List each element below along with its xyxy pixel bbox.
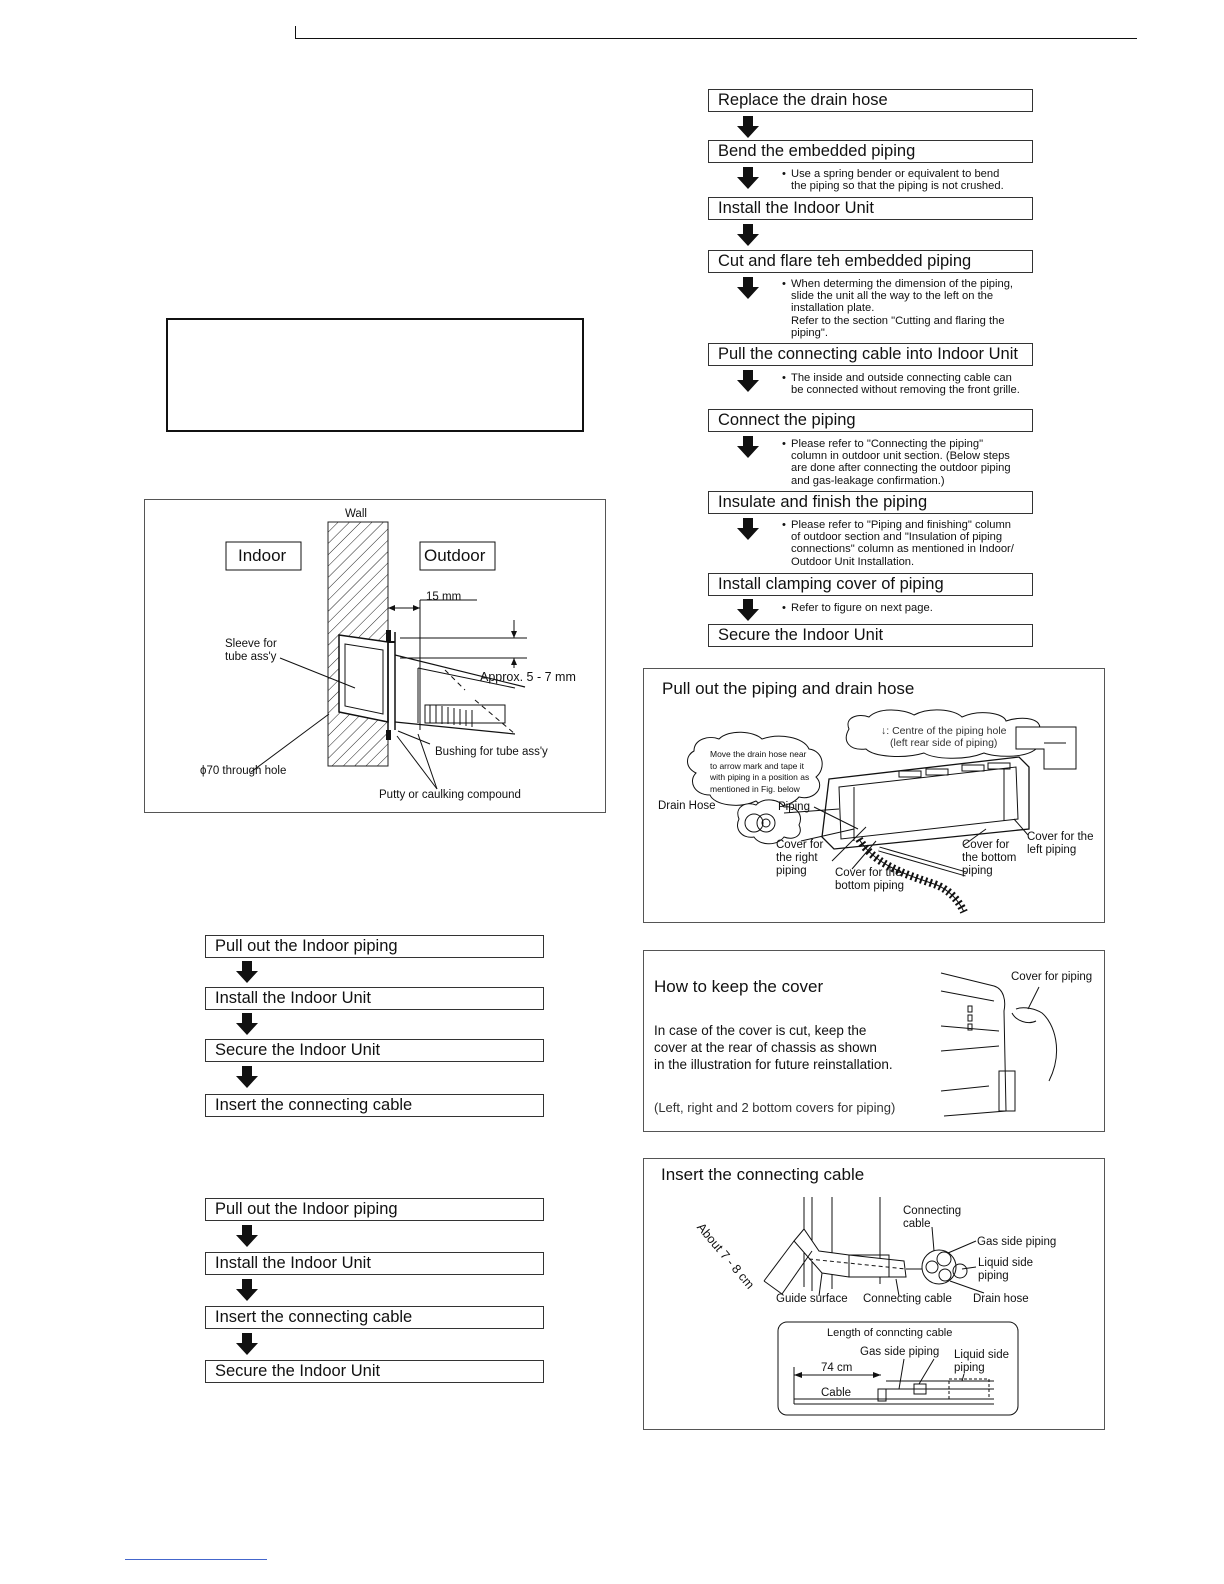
panel-title: Pull out the piping and drain hose: [662, 679, 915, 698]
wall-sleeve-drawing: [225, 521, 527, 790]
cable-insert-drawing: [763, 1197, 1019, 1416]
cable-title: Insert the connecting cable: [661, 1165, 865, 1184]
cover-footer: (Left, right and 2 bottom covers for pip…: [654, 1100, 896, 1115]
down-arrow-icon: [236, 1013, 258, 1035]
guide-surface-label: Guide surface: [776, 1293, 848, 1305]
indoor-unit-back-drawing: [687, 709, 1077, 914]
step-bend-piping: Bend the embedded piping: [708, 140, 1033, 163]
step-insert-cable: Insert the connecting cable: [205, 1094, 544, 1117]
len-cable-label: Cable: [821, 1387, 852, 1399]
note-connect: •Please refer to "Connecting the piping"…: [782, 438, 1011, 487]
down-arrow-icon: [737, 436, 759, 458]
step-pull-out-piping: Pull out the Indoor piping: [205, 1198, 544, 1221]
down-arrow-icon: [737, 277, 759, 299]
down-arrow-icon: [737, 599, 759, 621]
down-arrow-icon: [236, 1279, 258, 1301]
cover-title: How to keep the cover: [654, 977, 824, 996]
note-bend: •Use a spring bender or equivalent to be…: [782, 168, 1004, 193]
step-insulate: Insulate and finish the piping: [708, 491, 1033, 514]
chassis-rear-drawing: [940, 972, 1058, 1117]
step-install-unit: Install the Indoor Unit: [205, 1252, 544, 1275]
putty-label: Putty or caulking compound: [379, 789, 521, 801]
down-arrow-icon: [236, 1333, 258, 1355]
centre-label: ↓: Centre of the piping hole(left rear s…: [881, 725, 1007, 749]
down-arrow-icon: [236, 961, 258, 983]
step-secure-indoor-unit: Secure the Indoor Unit: [708, 624, 1033, 647]
down-arrow-icon: [737, 116, 759, 138]
step-clamp-cover: Install clamping cover of piping: [708, 573, 1033, 596]
down-arrow-icon: [737, 167, 759, 189]
note-pull: •The inside and outside connecting cable…: [782, 372, 1020, 397]
step-cut-flare: Cut and flare teh embedded piping: [708, 250, 1033, 273]
drain-hose-label: Drain hose: [973, 1293, 1029, 1305]
step-install-unit: Install the Indoor Unit: [205, 987, 544, 1010]
length-title: Length of conncting cable: [827, 1327, 953, 1339]
note-clamp: •Refer to figure on next page.: [782, 602, 933, 614]
note-insulate: •Please refer to "Piping and finishing" …: [782, 519, 1014, 568]
piping-label: Piping: [778, 801, 810, 813]
down-arrow-icon: [737, 370, 759, 392]
wall-label: Wall: [345, 508, 367, 520]
step-secure-unit: Secure the Indoor Unit: [205, 1360, 544, 1383]
step-pull-out-piping: Pull out the Indoor piping: [205, 935, 544, 958]
gap-label: 15 mm: [426, 591, 462, 603]
pull-piping-panel: Pull out the piping and drain hose: [643, 668, 1105, 923]
down-arrow-icon: [236, 1066, 258, 1088]
hole-label: ϕ70 through hole: [200, 765, 287, 777]
step-insert-cable: Insert the connecting cable: [205, 1306, 544, 1329]
step-pull-cable: Pull the connecting cable into Indoor Un…: [708, 343, 1033, 366]
step-secure-unit: Secure the Indoor Unit: [205, 1039, 544, 1062]
note-cut: •When determing the dimension of the pip…: [782, 278, 1014, 339]
empty-note-box: [166, 318, 584, 432]
len-gas-label: Gas side piping: [860, 1346, 940, 1358]
step-connect-piping: Connect the piping: [708, 409, 1033, 432]
down-arrow-icon: [737, 224, 759, 246]
indoor-label: Indoor: [238, 546, 287, 565]
header-rule: [295, 38, 1137, 39]
cover-for-piping-label: Cover for piping: [1011, 971, 1093, 983]
drain-hose-label: Drain Hose: [658, 800, 716, 812]
gas-side-label: Gas side piping: [977, 1236, 1057, 1248]
keep-cover-panel: How to keep the cover In case of the cov…: [643, 950, 1105, 1132]
footer-rule: [125, 1559, 267, 1560]
header-tick: [295, 26, 296, 38]
bushing-label: Bushing for tube ass'y: [435, 746, 548, 758]
down-arrow-icon: [236, 1225, 258, 1247]
len-74-label: 74 cm: [821, 1362, 853, 1374]
insert-cable-panel: Insert the connecting cable: [643, 1158, 1105, 1430]
step-replace-drain-hose: Replace the drain hose: [708, 89, 1033, 112]
connecting-cable-label: Connecting cable: [863, 1293, 952, 1305]
step-install-indoor-unit: Install the Indoor Unit: [708, 197, 1033, 220]
approx-label: Approx. 5 - 7 mm: [480, 670, 576, 684]
down-arrow-icon: [737, 518, 759, 540]
outdoor-label: Outdoor: [424, 546, 486, 565]
